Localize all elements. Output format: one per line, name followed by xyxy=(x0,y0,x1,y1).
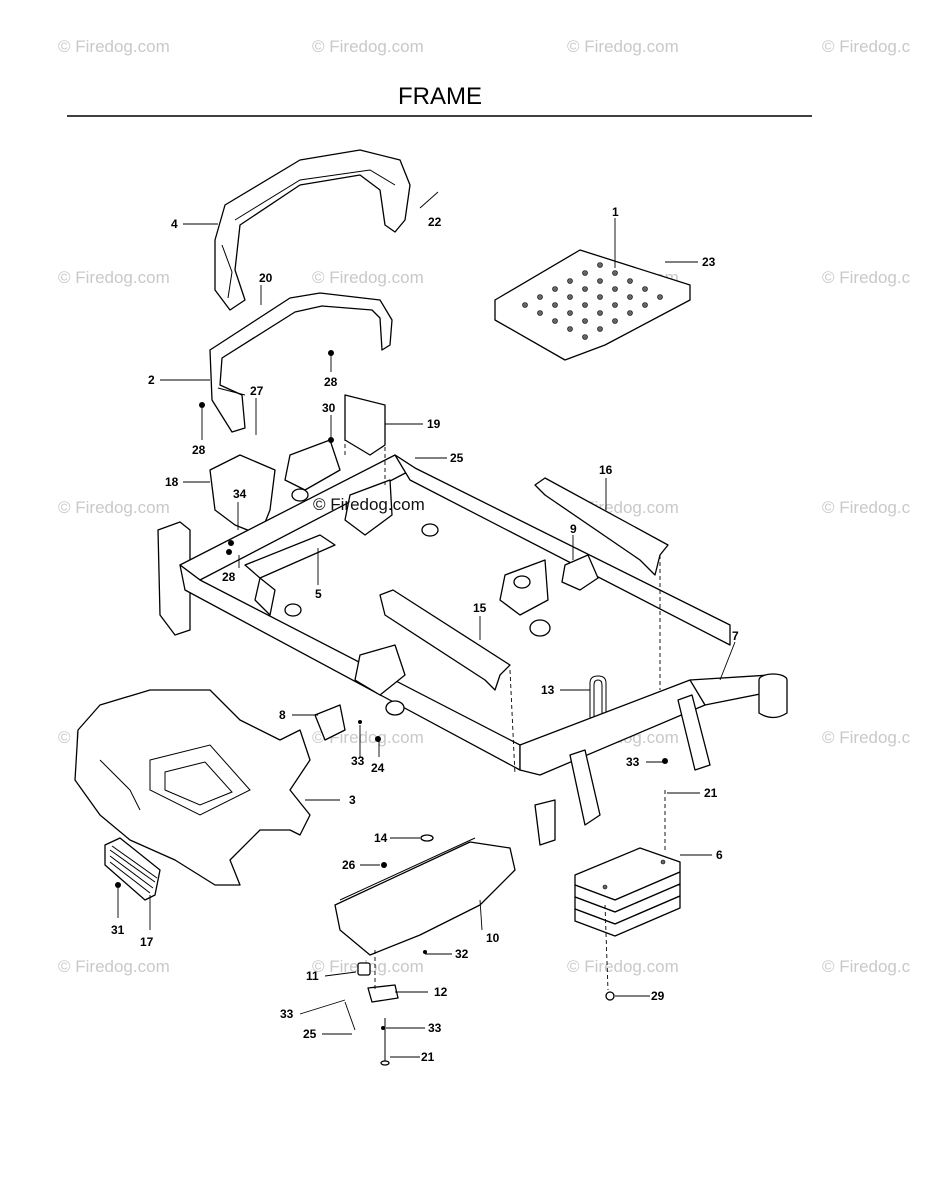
callout-32: 32 xyxy=(455,947,469,961)
part-29-nut xyxy=(605,991,615,1001)
callout-34: 34 xyxy=(233,487,247,501)
callout-28: 28 xyxy=(324,375,338,389)
callout-labels: 1 2 3 4 5 6 7 8 9 10 11 12 13 14 15 16 1… xyxy=(111,205,739,1064)
part-21-bolt xyxy=(380,1018,390,1066)
callout-16: 16 xyxy=(599,463,613,477)
page-title: FRAME xyxy=(398,83,482,110)
callout-14: 14 xyxy=(374,831,388,845)
callout-6: 6 xyxy=(716,848,723,862)
callout-20: 20 xyxy=(259,271,273,285)
callout-8: 8 xyxy=(279,708,286,722)
callout-22: 22 xyxy=(428,215,442,229)
callout-15: 15 xyxy=(473,601,487,615)
callout-11: 11 xyxy=(306,969,319,983)
callout-17: 17 xyxy=(140,935,154,949)
callout-33: 33 xyxy=(280,1007,294,1021)
callout-4: 4 xyxy=(171,217,178,231)
watermark: © Firedog.c xyxy=(822,498,911,517)
part-1-perforated-plate xyxy=(494,249,691,361)
watermark: © Firedog.c xyxy=(822,728,911,747)
leader-lines xyxy=(117,191,736,1058)
part-15-bracket xyxy=(379,589,511,691)
watermark-center: © Firedog.com xyxy=(313,495,425,514)
watermark: © Firedog.c xyxy=(822,268,911,287)
part-3-belly-pan xyxy=(74,689,311,886)
part-19-plate xyxy=(344,394,386,456)
callout-31: 31 xyxy=(111,923,125,937)
callout-33: 33 xyxy=(428,1021,442,1035)
plate-holes xyxy=(522,262,663,340)
watermark: © Firedog.c xyxy=(822,957,911,976)
callout-12: 12 xyxy=(434,985,448,999)
part-6-weight-stack xyxy=(574,847,681,937)
watermark: © Firedog.com xyxy=(58,268,170,287)
callout-29: 29 xyxy=(651,989,665,1003)
callout-18: 18 xyxy=(165,475,179,489)
part-17-grille xyxy=(104,837,161,901)
callout-24: 24 xyxy=(371,761,385,775)
callout-27: 27 xyxy=(250,384,264,398)
part-14-cap xyxy=(420,834,434,842)
watermark: © Firedog.com xyxy=(58,498,170,517)
callout-9: 9 xyxy=(570,522,577,536)
part-16-bracket xyxy=(534,477,669,576)
callout-28: 28 xyxy=(222,570,236,584)
part-4-rear-cover xyxy=(214,149,411,311)
callout-10: 10 xyxy=(486,931,500,945)
callout-3: 3 xyxy=(349,793,356,807)
watermark: © Firedog.c xyxy=(822,37,911,56)
watermark: © Firedog.com xyxy=(312,37,424,56)
callout-33: 33 xyxy=(351,754,365,768)
part-8-bracket xyxy=(314,704,346,741)
watermark: © Firedog.com xyxy=(58,957,170,976)
callout-7: 7 xyxy=(732,629,739,643)
callout-21: 21 xyxy=(421,1050,435,1064)
callout-26: 26 xyxy=(342,858,356,872)
watermark: © Firedog.com xyxy=(58,37,170,56)
watermark: © Firedog.com xyxy=(567,957,679,976)
part-2-bumper-bar xyxy=(209,292,393,433)
callout-2: 2 xyxy=(148,373,155,387)
hardware-dots xyxy=(115,350,668,1030)
callout-21: 21 xyxy=(704,786,718,800)
part-13-u-bolt xyxy=(589,675,607,722)
main-frame xyxy=(157,439,788,846)
watermark: © Firedog.com xyxy=(567,37,679,56)
callout-1: 1 xyxy=(612,205,619,219)
part-11-spacer xyxy=(357,962,371,976)
callout-5: 5 xyxy=(315,587,322,601)
callout-33: 33 xyxy=(626,755,640,769)
part-12-bracket xyxy=(367,984,399,1003)
callout-28: 28 xyxy=(192,443,206,457)
watermark: © Firedog.com xyxy=(312,268,424,287)
part-9-bracket xyxy=(561,554,599,591)
callout-19: 19 xyxy=(427,417,441,431)
callout-13: 13 xyxy=(541,683,555,697)
callout-23: 23 xyxy=(702,255,716,269)
callout-25: 25 xyxy=(303,1027,317,1041)
callout-30: 30 xyxy=(322,401,336,415)
assembly-guides xyxy=(344,395,666,991)
callout-25: 25 xyxy=(450,451,464,465)
